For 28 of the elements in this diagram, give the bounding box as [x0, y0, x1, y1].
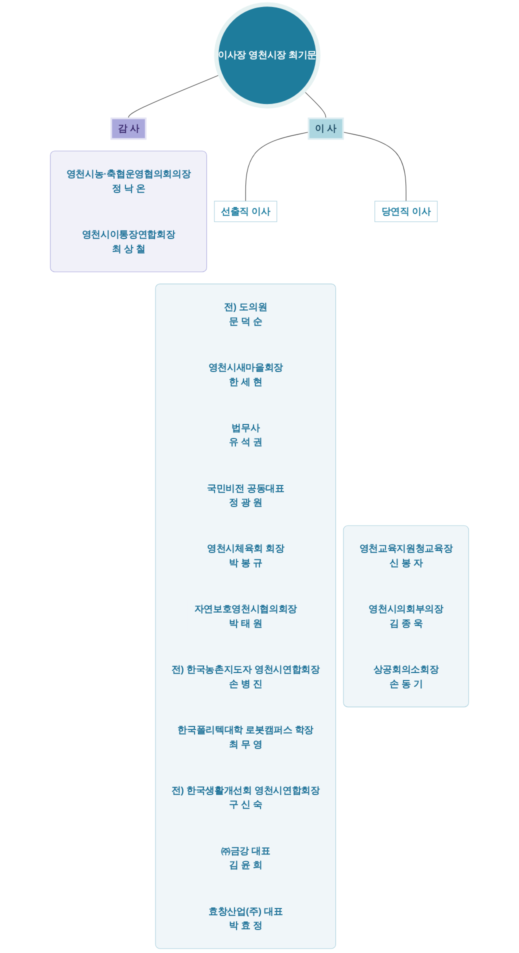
node-text: 상공회의소회장 손 동 기: [373, 664, 439, 689]
cluster: [155, 284, 336, 949]
node-text: 전) 한국생활개선회 영천시연합회장 구 신 숙: [171, 785, 320, 810]
node-text: 한국폴리텍대학 로봇캠퍼스 학장 최 무 영: [178, 724, 314, 750]
connector: [342, 132, 406, 202]
node-text: 전) 도의원 문 덕 순: [224, 302, 268, 326]
node-text: 영천시체육회 회장 박 봉 규: [206, 544, 284, 568]
node-text: 영천시의회부의장 김 종 욱: [368, 604, 444, 628]
cluster: [343, 525, 469, 708]
node-circle: 이사장 영천시장 최기문: [214, 2, 320, 108]
node-text: 자연보호영천시협의회장 박 태 원: [194, 604, 297, 628]
node-text: 영천시농·축협운영협의회의장 정 낙 온: [66, 168, 191, 194]
node-box: 선출직 이사: [214, 200, 278, 222]
node-box: 감 사: [110, 118, 147, 140]
cluster: [50, 150, 207, 272]
node-text: 법무사 유 석 권: [229, 422, 262, 448]
connector: [128, 74, 220, 119]
node-text: 국민비전 공동대표 정 광 원: [206, 483, 284, 508]
node-text: 효창산업(주) 대표 박 효 정: [208, 906, 283, 930]
node-text: 영천시새마을회장 한 세 현: [208, 362, 283, 387]
node-text: 영천시이통장연합회장 최 상 철: [82, 229, 176, 254]
connector: [304, 90, 326, 119]
connector: [245, 132, 309, 202]
node-text: 영천교육지원청교육장 신 봉 자: [359, 544, 453, 568]
node-box: 당연직 이사: [374, 200, 438, 222]
node-box: 이 사: [308, 118, 344, 140]
node-text: ㈜금강 대표 김 윤 희: [220, 846, 270, 870]
node-text: 전) 한국농촌지도자 영천시연합회장 손 병 진: [171, 664, 320, 689]
